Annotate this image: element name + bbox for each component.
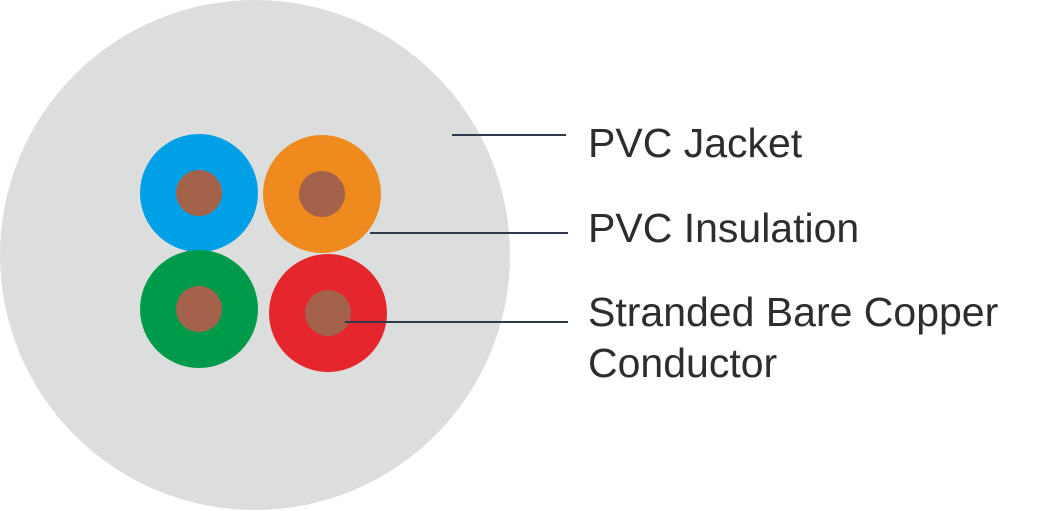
core-orange [263,135,381,253]
conductor-green-core [176,286,222,332]
core-green [140,250,258,368]
label-conductor-line-1: Stranded Bare Copper [588,289,998,335]
core-blue [140,134,258,252]
conductor-blue-core [176,170,222,216]
label-pvc-insulation: PVC Insulation [588,205,859,251]
core-red [269,254,387,372]
pvc-jacket [0,0,510,510]
label-conductor-line-2: Conductor [588,340,777,386]
conductor-red-core [305,290,351,336]
conductor-orange-core [299,171,345,217]
label-pvc-jacket: PVC Jacket [588,120,803,166]
